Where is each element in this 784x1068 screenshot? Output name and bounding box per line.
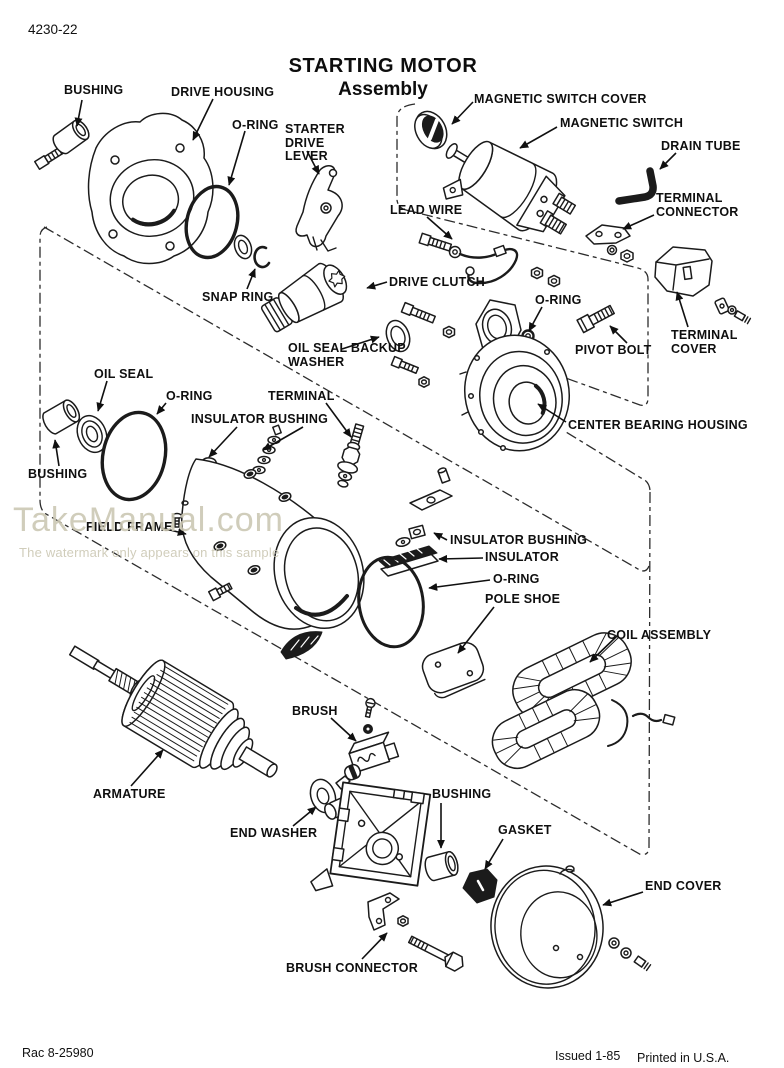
snap-ring-drawing: [233, 234, 271, 269]
footer-printed: Printed in U.S.A.: [637, 1051, 730, 1065]
callout-insulator-bushing-lower: INSULATOR BUSHING: [450, 533, 588, 547]
terminal-connector-drawing: [585, 224, 634, 263]
starter-drive-lever-drawing: [295, 165, 343, 252]
callout-pivot-bolt: PIVOT BOLT: [575, 343, 652, 357]
drive-clutch-drawing: [260, 262, 348, 333]
callout-center-bearing-housing: CENTER BEARING HOUSING: [568, 418, 748, 432]
callout-drain-tube: DRAIN TUBE: [661, 139, 741, 153]
brush-drawing: [348, 697, 400, 774]
callout-brush-connector: BRUSH CONNECTOR: [286, 961, 418, 975]
armature-drawing: [68, 645, 278, 778]
callout-oil-seal: OIL SEAL: [94, 367, 154, 381]
coil-assembly-drawing: [491, 632, 676, 770]
callout-armature: ARMATURE: [93, 787, 166, 801]
field-frame-drawing: [171, 458, 365, 630]
callout-oil-seal-backup-washer: OIL SEAL BACKUP WASHER: [288, 341, 406, 369]
terminal-cover-drawing: [654, 246, 752, 325]
group-boundary-lines: [39, 103, 651, 857]
callout-end-washer: END WASHER: [230, 826, 318, 840]
callout-terminal-connector: TERMINAL CONNECTOR: [656, 191, 739, 219]
brush-end-frame-drawing: [310, 763, 432, 892]
end-cover-drawing: [490, 865, 652, 989]
terminal-drawing: [337, 423, 365, 488]
callout-lead-wire: LEAD WIRE: [390, 203, 463, 217]
callout-gasket: GASKET: [498, 823, 552, 837]
callout-insulator: INSULATOR: [485, 550, 560, 564]
bolt-drawing: [407, 935, 464, 972]
page-title: STARTING MOTOR Assembly: [238, 55, 528, 101]
title-line1: STARTING MOTOR: [288, 55, 478, 77]
callout-magnetic-switch-cover: MAGNETIC SWITCH COVER: [474, 92, 647, 106]
insulator-drawing: [378, 545, 439, 577]
pole-shoe-drawing: [421, 641, 486, 699]
pivot-bolt-drawing: [576, 304, 615, 334]
o-ring-top-drawing: [184, 184, 240, 260]
leader-lines: [52, 98, 689, 960]
callout-drive-housing: DRIVE HOUSING: [171, 85, 275, 99]
bushing-bottom-drawing: [424, 850, 459, 882]
callout-drive-clutch: DRIVE CLUTCH: [389, 275, 486, 289]
magnetic-switch-drawing: [442, 140, 577, 235]
footer-doc-number: Rac 8-25980: [22, 1046, 94, 1060]
callout-terminal-cover: TERMINAL COVER: [671, 328, 738, 356]
callout-o-ring-top: O-RING: [232, 118, 279, 132]
o-ring-left-drawing: [100, 410, 168, 502]
callout-bushing-top: BUSHING: [64, 83, 124, 97]
callout-bushing-left: BUSHING: [28, 467, 88, 481]
oil-seal-backup-washer-drawing: [385, 319, 411, 353]
callout-insulator-bushing-upper: INSULATOR BUSHING: [191, 412, 329, 426]
callout-o-ring-left: O-RING: [166, 389, 213, 403]
footer-issued: Issued 1-85: [555, 1049, 621, 1063]
callout-o-ring-lower: O-RING: [493, 572, 540, 586]
brush-connector-drawing: [367, 892, 409, 931]
bushing-top-drawing: [52, 119, 90, 155]
o-ring-lower-drawing: [357, 555, 425, 649]
page-number: 4230-22: [28, 22, 78, 37]
callout-magnetic-switch: MAGNETIC SWITCH: [560, 116, 684, 130]
gasket-drawing: [462, 868, 498, 904]
pole-shoe-edge-drawing: [280, 631, 323, 660]
callout-terminal: TERMINAL: [268, 389, 335, 403]
callout-o-ring-mid: O-RING: [535, 293, 582, 307]
callout-snap-ring: SNAP RING: [202, 290, 274, 304]
center-bearing-housing-drawing: [390, 299, 571, 452]
lead-wire-drawing: [418, 232, 561, 288]
title-line2: Assembly: [338, 79, 428, 100]
callout-bushing-bottom: BUSHING: [432, 787, 492, 801]
callout-starter-drive-lever: STARTER DRIVE LEVER: [285, 122, 345, 163]
insulator-bushing-lower-drawing: [395, 467, 453, 548]
callout-end-cover: END COVER: [645, 879, 722, 893]
magnetic-switch-cover-drawing: [414, 110, 448, 150]
oil-seal-drawing: [76, 414, 108, 454]
drain-tube-drawing: [615, 167, 657, 205]
callout-field-frame: FIELD FRAME: [86, 520, 173, 534]
callout-pole-shoe: POLE SHOE: [485, 592, 561, 606]
callout-brush: BRUSH: [292, 704, 338, 718]
callout-coil-assembly: COIL ASSEMBLY: [607, 628, 712, 642]
bushing-left-drawing: [42, 399, 81, 435]
drive-housing-drawing: [33, 112, 214, 265]
